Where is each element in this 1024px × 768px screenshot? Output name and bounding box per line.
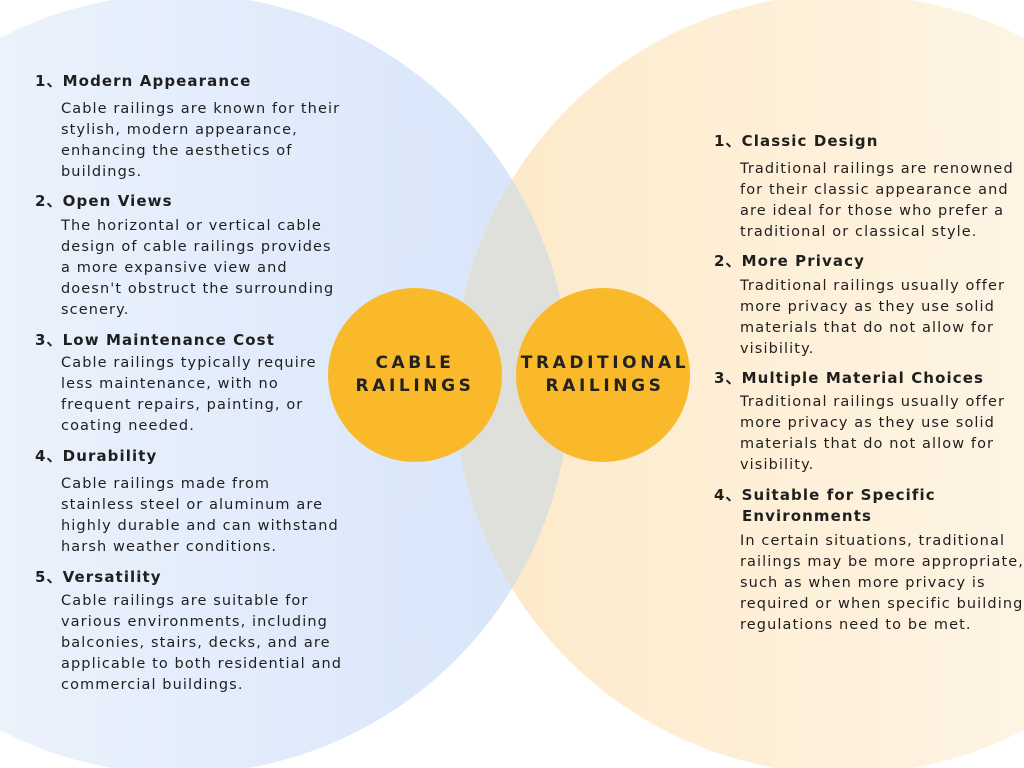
left-badge-circle — [328, 288, 502, 462]
desc-line: harsh weather conditions. — [61, 539, 278, 555]
desc-line: stylish, modern appearance, — [61, 122, 298, 138]
desc-line: railings may be more appropriate, — [740, 554, 1024, 570]
left-badge-line-2: RAILINGS — [355, 376, 475, 396]
desc-line: doesn't obstruct the surrounding — [61, 281, 335, 297]
left-item-desc: Cable railings made from stainless steel… — [61, 474, 339, 558]
desc-line: more privacy as they use solid — [740, 415, 995, 431]
desc-line: buildings. — [61, 164, 143, 180]
desc-line: visibility. — [740, 457, 815, 473]
left-item-title: 1、Modern Appearance — [35, 72, 252, 90]
left-badge-label: CABLE RAILINGS — [335, 352, 495, 398]
left-item-title: 5、Versatility — [35, 568, 162, 586]
right-item-desc: In certain situations, traditional raili… — [740, 531, 1024, 636]
left-item-title: 3、Low Maintenance Cost — [35, 331, 275, 349]
desc-line: Cable railings typically require — [61, 355, 317, 371]
right-badge-circle — [516, 288, 690, 462]
desc-line: regulations need to be met. — [740, 617, 972, 633]
left-item-title: 2、Open Views — [35, 192, 173, 210]
left-item-desc: Cable railings are suitable for various … — [61, 591, 342, 696]
desc-line: coating needed. — [61, 418, 195, 434]
right-item-desc: Traditional railings usually offer more … — [740, 392, 1005, 476]
desc-line: less maintenance, with no — [61, 376, 279, 392]
right-item-title: 1、Classic Design — [714, 132, 879, 150]
right-item-title: 4、Suitable for Specific — [714, 486, 936, 504]
desc-line: commercial buildings. — [61, 677, 244, 693]
right-badge-line-1: TRADITIONAL — [520, 353, 690, 373]
left-item-title: 4、Durability — [35, 447, 158, 465]
desc-line: various environments, including — [61, 614, 328, 630]
right-item-title: 2、More Privacy — [714, 252, 865, 270]
right-venn-circle — [454, 0, 1024, 768]
right-item-desc: Traditional railings are renowned for th… — [740, 159, 1014, 243]
left-badge-line-1: CABLE — [375, 353, 455, 373]
desc-line: highly durable and can withstand — [61, 518, 339, 534]
right-item-title: 3、Multiple Material Choices — [714, 369, 985, 387]
left-item-desc: Cable railings are known for their styli… — [61, 99, 340, 183]
desc-line: applicable to both residential and — [61, 656, 343, 672]
right-item-desc: Traditional railings usually offer more … — [740, 276, 1005, 360]
desc-line: The horizontal or vertical cable — [61, 218, 322, 234]
desc-line: traditional or classical style. — [740, 224, 978, 240]
desc-line: are ideal for those who prefer a — [740, 203, 1005, 219]
left-venn-circle — [0, 0, 570, 768]
right-badge-line-2: RAILINGS — [545, 376, 665, 396]
right-badge-label: TRADITIONAL RAILINGS — [520, 352, 690, 398]
desc-line: Cable railings are suitable for — [61, 593, 309, 609]
desc-line: materials that do not allow for — [740, 320, 995, 336]
desc-line: visibility. — [740, 341, 815, 357]
right-item-title-cont: Environments — [742, 507, 873, 525]
desc-line: stainless steel or aluminum are — [61, 497, 324, 513]
desc-line: Traditional railings are renowned — [740, 161, 1014, 177]
desc-line: scenery. — [61, 302, 130, 318]
desc-line: enhancing the aesthetics of — [61, 143, 293, 159]
desc-line: frequent repairs, painting, or — [61, 397, 304, 413]
desc-line: Cable railings are known for their — [61, 101, 341, 117]
desc-line: Traditional railings usually offer — [740, 394, 1006, 410]
desc-line: a more expansive view and — [61, 260, 288, 276]
left-item-desc: Cable railings typically require less ma… — [61, 353, 317, 437]
desc-line: In certain situations, traditional — [740, 533, 1006, 549]
desc-line: for their classic appearance and — [740, 182, 1009, 198]
desc-line: materials that do not allow for — [740, 436, 995, 452]
desc-line: Traditional railings usually offer — [740, 278, 1006, 294]
desc-line: balconies, stairs, decks, and are — [61, 635, 331, 651]
desc-line: design of cable railings provides — [61, 239, 332, 255]
desc-line: more privacy as they use solid — [740, 299, 995, 315]
left-item-desc: The horizontal or vertical cable design … — [61, 216, 334, 321]
desc-line: required or when specific building — [740, 596, 1024, 612]
desc-line: Cable railings made from — [61, 476, 271, 492]
desc-line: such as when more privacy is — [740, 575, 986, 591]
